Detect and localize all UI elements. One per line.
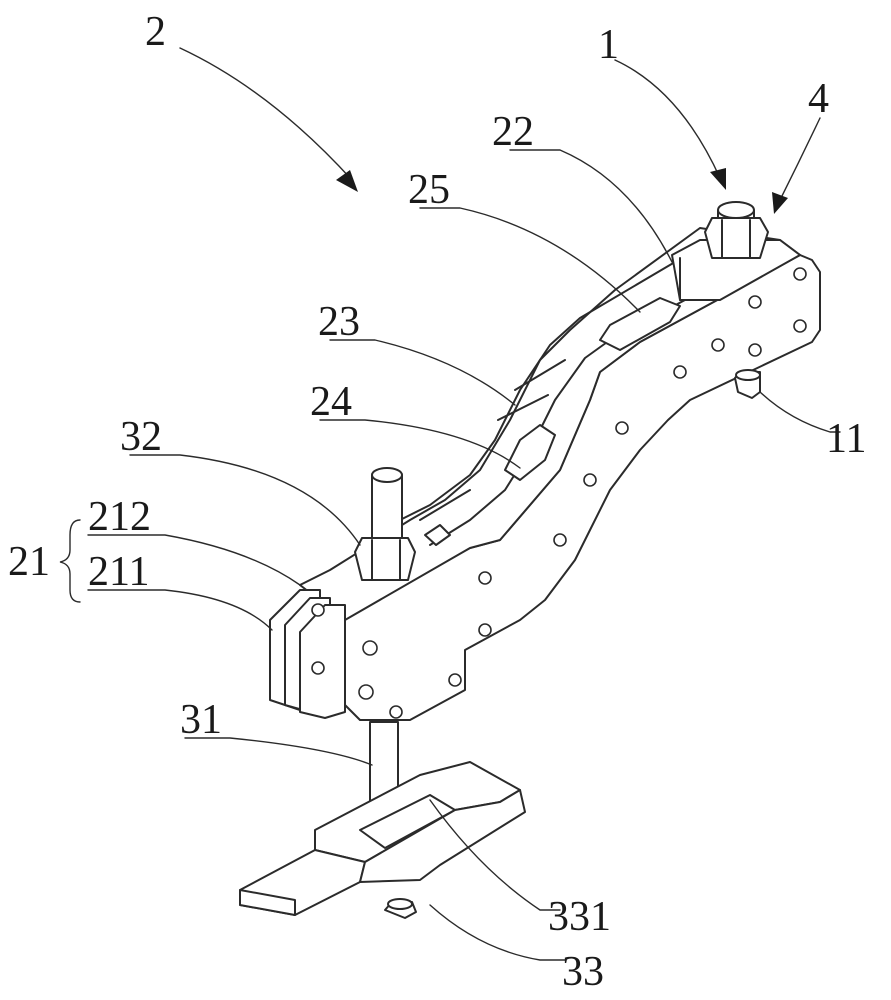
label-2: 2 — [145, 9, 166, 55]
label-1: 1 — [598, 22, 619, 68]
plate-hole — [311, 603, 325, 617]
stud-11 — [734, 369, 761, 399]
label-33: 33 — [562, 949, 604, 995]
t-foot-33 — [239, 761, 526, 919]
brace-21 — [59, 519, 81, 603]
leader-2 — [179, 47, 353, 181]
leader-1 — [614, 59, 721, 179]
label-25: 25 — [408, 167, 450, 213]
bracket-body — [299, 227, 821, 721]
label-4: 4 — [808, 76, 829, 122]
leader-22 — [509, 149, 673, 263]
label-23: 23 — [318, 299, 360, 345]
label-331: 331 — [548, 894, 611, 940]
leader-212 — [87, 534, 301, 586]
label-211: 211 — [88, 549, 149, 595]
arrow-2 — [336, 170, 358, 192]
leader-11 — [759, 391, 841, 433]
leader-32 — [129, 454, 361, 546]
plate-hole — [311, 661, 325, 675]
leader-lines — [87, 47, 841, 961]
leader-331 — [429, 799, 561, 911]
label-22: 22 — [492, 109, 534, 155]
label-32: 32 — [120, 414, 162, 460]
reference-labels: 2 1 4 22 25 23 24 32 21 212 211 31 11 33… — [8, 9, 866, 995]
label-21: 21 — [8, 539, 50, 585]
bracket-holes — [358, 267, 807, 719]
leader-4 — [779, 117, 821, 201]
leader-25 — [419, 207, 641, 313]
label-212: 212 — [88, 494, 151, 540]
leader-23 — [329, 339, 516, 406]
leader-24 — [319, 419, 521, 469]
leader-211 — [87, 589, 273, 631]
label-24: 24 — [310, 379, 352, 425]
top-bolt-nut — [704, 201, 769, 259]
leader-31 — [184, 737, 373, 766]
arrow-1 — [710, 168, 726, 190]
leader-33 — [429, 904, 566, 961]
label-11: 11 — [826, 416, 866, 462]
arrow-4 — [772, 192, 788, 214]
clamp-plates — [269, 589, 346, 719]
label-31: 31 — [180, 697, 222, 743]
